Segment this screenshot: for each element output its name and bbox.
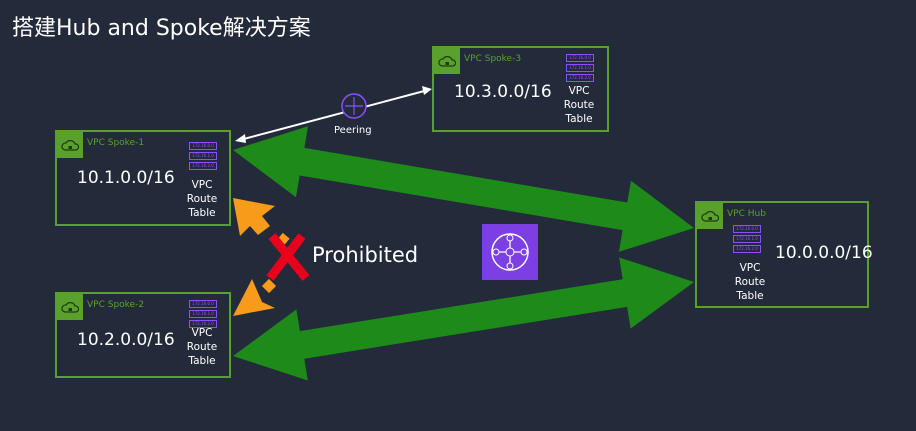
hub-spoke2-arrow: [233, 257, 694, 381]
route-entry: 172.16.0.0: [566, 54, 594, 62]
vpc-cloud-lock-icon: [697, 203, 723, 229]
route-entry: 172.16.1.0: [189, 310, 217, 318]
transit-gateway-icon: [482, 224, 538, 280]
vpc-cidr: 10.3.0.0/16: [454, 82, 552, 102]
vpc-cidr: 10.2.0.0/16: [77, 330, 175, 350]
route-entry: 172.16.2.0: [733, 245, 761, 253]
route-table-icon: 172.16.0.0 172.16.1.0 172.16.2.0: [189, 142, 217, 172]
prohibited-x-icon: [266, 233, 310, 281]
vpc-name: VPC Spoke-3: [464, 54, 522, 64]
route-table-label-line: VPC: [568, 85, 590, 97]
prohibited-label: Prohibited: [312, 243, 419, 267]
route-entry: 172.16.1.0: [566, 64, 594, 72]
route-entry: 172.16.1.0: [189, 152, 217, 160]
route-table-icon: 172.16.0.0 172.16.1.0 172.16.2.0: [566, 54, 594, 84]
route-table-label-line: VPC: [191, 327, 213, 339]
route-table-label-line: Route: [734, 276, 766, 288]
vpc-name: VPC Spoke-2: [87, 300, 145, 310]
vpc-cidr: 10.0.0.0/16: [775, 243, 873, 263]
route-table-label-line: VPC: [191, 179, 213, 191]
route-entry: 172.16.2.0: [189, 162, 217, 170]
prohibited-arrow-bottom: [233, 278, 277, 316]
hub-spoke1-arrow: [233, 126, 694, 252]
vpc-cloud-lock-icon: [434, 48, 460, 74]
route-entry: 172.16.0.0: [733, 225, 761, 233]
route-table-icon: 172.16.0.0 172.16.1.0 172.16.2.0: [189, 300, 217, 330]
route-entry: 172.16.2.0: [566, 74, 594, 82]
route-entry: 172.16.0.0: [189, 142, 217, 150]
route-table-label-line: VPC: [739, 262, 761, 274]
peering-label: Peering: [334, 125, 372, 136]
vpc-name: VPC Spoke-1: [87, 138, 145, 148]
route-table-label-line: Table: [736, 290, 764, 302]
route-table-label-line: Table: [188, 355, 216, 367]
vpc-cloud-lock-icon: [57, 294, 83, 320]
route-entry: 172.16.0.0: [189, 300, 217, 308]
route-entry: 172.16.1.0: [733, 235, 761, 243]
peering-line: [235, 86, 432, 143]
vpc-name: VPC Hub: [727, 209, 766, 219]
route-table-label-line: Route: [186, 341, 218, 353]
route-table-label-line: Table: [565, 113, 593, 125]
vpc-cidr: 10.1.0.0/16: [77, 168, 175, 188]
vpc-spoke-1: VPC Spoke-1 10.1.0.0/16 172.16.0.0 172.16.1…: [55, 130, 231, 226]
vpc-cloud-lock-icon: [57, 132, 83, 158]
route-table-label-line: Table: [188, 207, 216, 219]
route-table-icon: 172.16.0.0 172.16.1.0 172.16.2.0: [733, 225, 761, 255]
vpc-spoke-2: VPC Spoke-2 10.2.0.0/16 172.16.0.0 172.16.1…: [55, 292, 231, 378]
page-title: 搭建Hub and Spoke解决方案: [12, 16, 311, 41]
vpc-spoke-3: VPC Spoke-3 10.3.0.0/16 172.16.0.0 172.16.1…: [432, 46, 609, 132]
route-table-label-line: Route: [186, 193, 218, 205]
route-table-label-line: Route: [563, 99, 595, 111]
peering-icon: [341, 93, 367, 119]
route-entry: 172.16.2.0: [189, 320, 217, 328]
